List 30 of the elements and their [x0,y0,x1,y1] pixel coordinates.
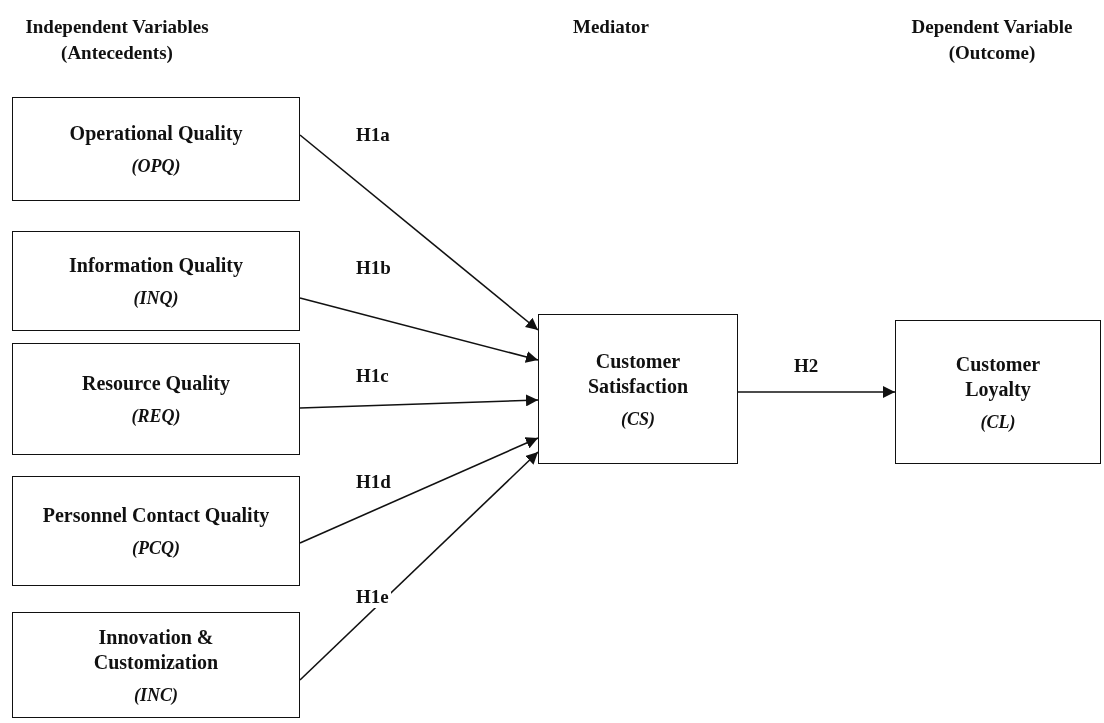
variable-box [12,343,300,455]
variable-box [12,97,300,201]
arrow [299,451,539,681]
arrow [299,394,539,409]
variable-box [538,314,738,464]
variable-abbreviation: (CS) [621,408,655,430]
variable-abbreviation: (PCQ) [132,538,180,559]
variable-name: Customer Satisfaction [587,348,689,399]
arrow [737,386,896,398]
variable-abbreviation: (REQ) [131,406,181,427]
variable-abbreviation: (INC) [134,684,178,706]
variable-abbreviation: (INQ) [133,288,179,309]
variable-name: Operational Quality [69,121,243,146]
variable-name: Personnel Contact Quality [42,503,270,528]
column-heading: Mediator [572,15,650,39]
column-heading: Independent Variables (Antecedents) [24,15,210,65]
variable-name: Customer Loyalty [954,351,1042,402]
variable-abbreviation: (OPQ) [131,156,181,177]
variable-box [12,612,300,718]
variable-name: Information Quality [69,253,243,278]
variable-abbreviation: (CL) [980,411,1016,433]
arrow [299,297,539,363]
variable-name: Innovation & Customization [92,624,220,675]
arrow [299,134,539,331]
column-heading: Dependent Variable (Outcome) [910,15,1074,65]
variable-box [12,231,300,331]
variable-box [12,476,300,586]
variable-name: Resource Quality [82,371,230,396]
arrow [299,437,539,544]
variable-box [895,320,1101,464]
